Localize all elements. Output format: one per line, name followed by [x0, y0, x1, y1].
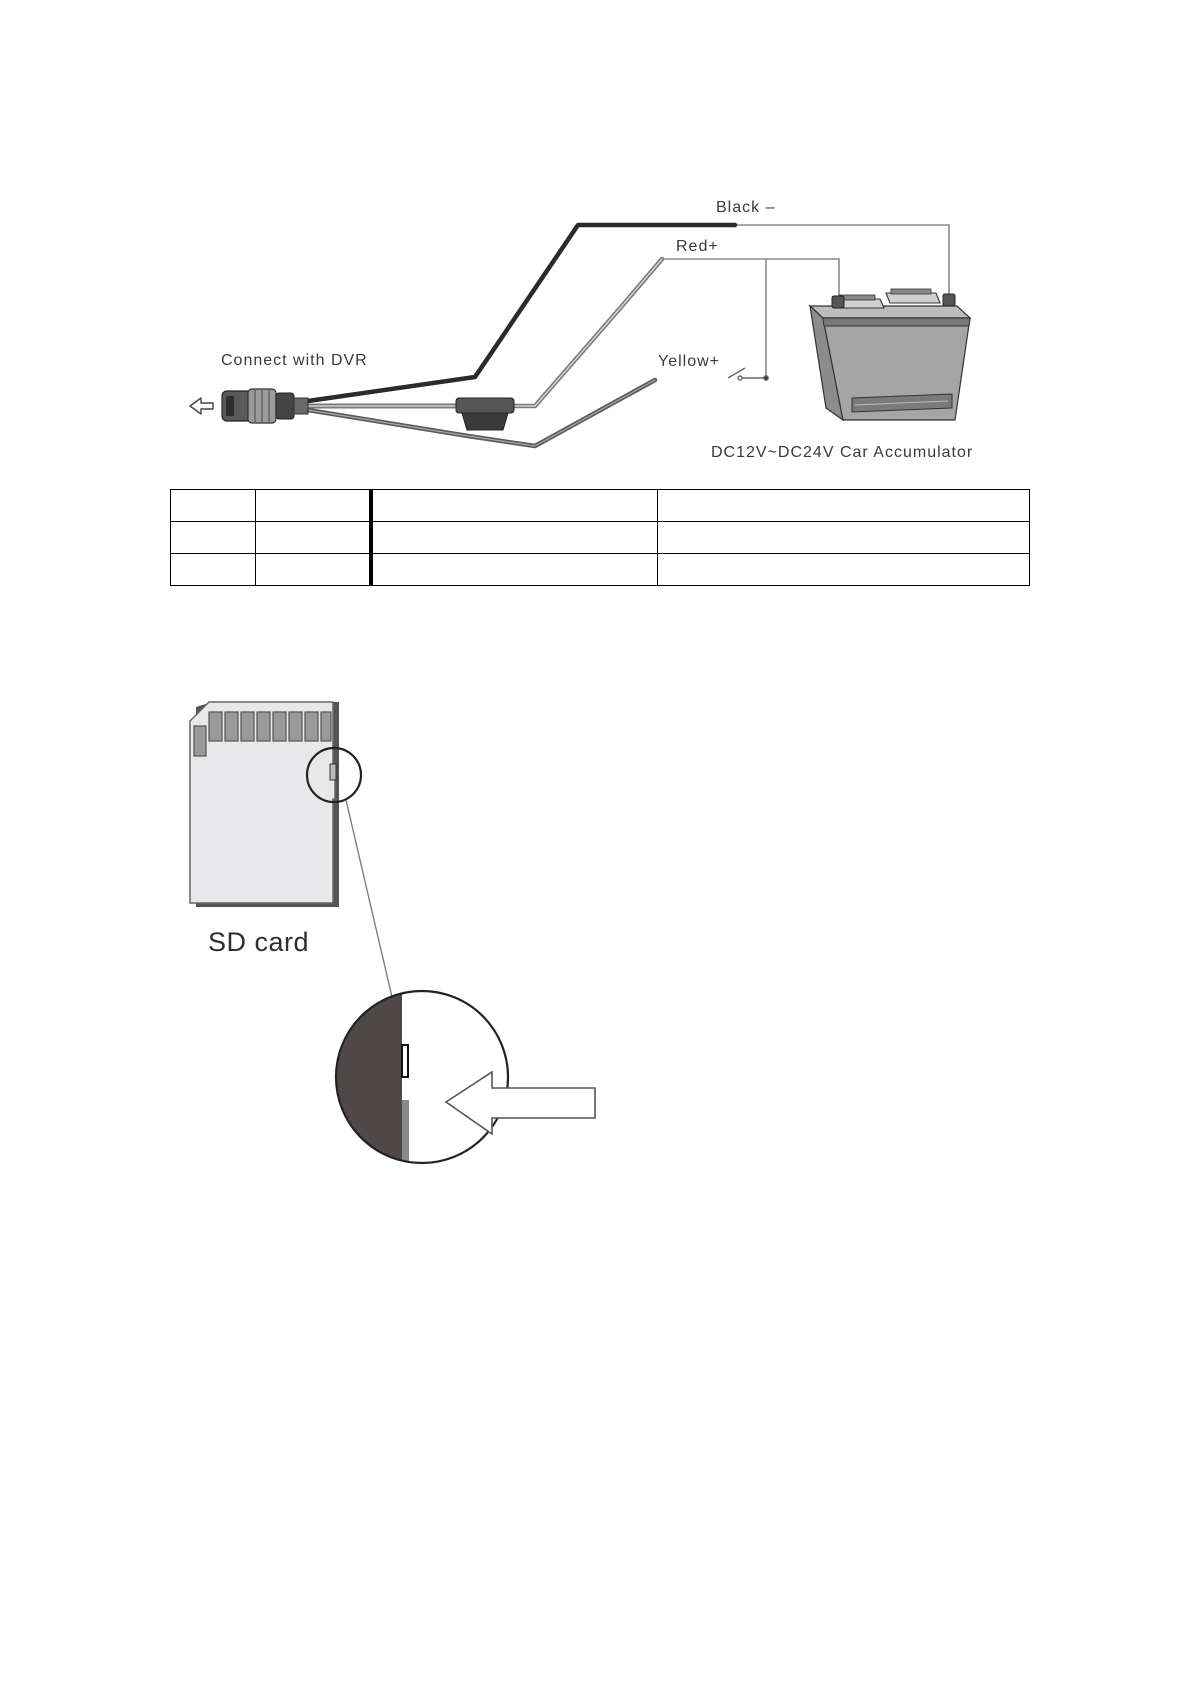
black-wire: [305, 222, 738, 404]
magnifier-circle-icon: [305, 746, 363, 804]
table-cell: [255, 521, 371, 554]
table-cell: [657, 553, 1030, 586]
table-row: [170, 521, 1030, 554]
table-row: [170, 489, 1030, 522]
sd-card-label: SD card: [208, 927, 310, 957]
zoomed-lock-detail: [336, 991, 508, 1163]
fuse-icon: [455, 397, 515, 431]
wiring-diagram: [189, 222, 972, 449]
car-battery-icon: [808, 288, 972, 422]
switch-icon: [727, 367, 769, 381]
table-cell: [170, 521, 256, 554]
table-cell: [255, 489, 371, 522]
table-cell: [657, 521, 1030, 554]
table-cell: [255, 553, 371, 586]
battery-label: DC12V~DC24V Car Accumulator: [711, 444, 974, 461]
wires: [305, 222, 738, 449]
connector-plug-icon: [221, 388, 309, 424]
table-cell: [368, 521, 658, 554]
arrow-left-icon: [189, 397, 214, 415]
table-cell: [657, 489, 1030, 522]
yellow-wire-label: Yellow+: [658, 353, 721, 370]
red-lead-line: [662, 258, 840, 298]
thin-leads: [662, 224, 950, 377]
zoom-line: [345, 799, 393, 998]
table-cell: [368, 553, 658, 586]
red-wire-label: Red+: [676, 238, 719, 255]
black-wire-label: Black –: [716, 199, 776, 216]
table-cell: [170, 489, 256, 522]
arrow-left-outline-icon: [444, 1070, 596, 1136]
black-lead-line: [735, 224, 950, 296]
table-row: [170, 553, 1030, 586]
table-cell: [170, 553, 256, 586]
spec-table: [170, 489, 1030, 586]
table-cell: [368, 489, 658, 522]
sd-card-icon: [189, 701, 339, 907]
dvr-connect-label: Connect with DVR: [221, 352, 368, 369]
